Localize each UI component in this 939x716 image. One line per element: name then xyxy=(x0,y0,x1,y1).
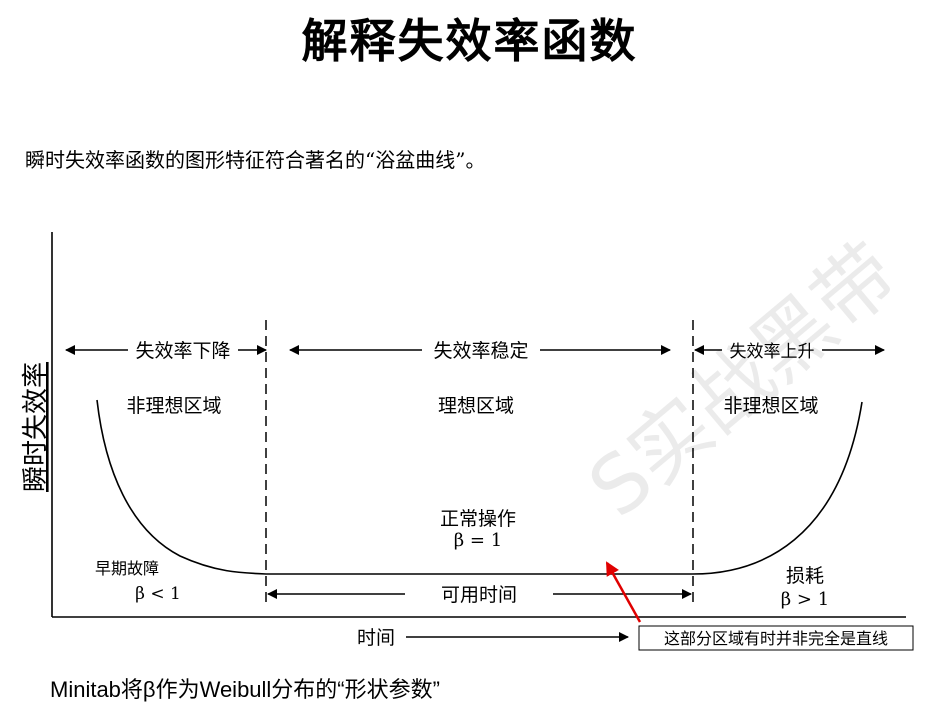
page-title: 解释失效率函数 xyxy=(301,14,638,68)
x-axis-label: 时间 xyxy=(357,627,395,649)
wearout-beta-label: β > 1 xyxy=(781,589,829,610)
bathtub-curve xyxy=(96,399,863,575)
region-decreasing-label: 失效率下降 xyxy=(135,340,230,362)
y-axis-label: 瞬时失效率 xyxy=(21,362,51,492)
zone-left-label: 非理想区域 xyxy=(126,395,221,417)
zone-middle-label: 理想区域 xyxy=(438,395,514,417)
region-increasing-label: 失效率上升 xyxy=(730,342,815,362)
normal-beta-label: β = 1 xyxy=(454,530,502,551)
footer-text: Minitab将β作为Weibull分布的“形状参数” xyxy=(50,677,440,702)
normal-operation-label: 正常操作 xyxy=(440,508,516,530)
callout-arrow xyxy=(605,561,642,623)
early-beta-label: β < 1 xyxy=(135,584,181,604)
usable-time-label: 可用时间 xyxy=(441,584,517,606)
wearout-label: 损耗 xyxy=(786,565,824,587)
region-stable-label: 失效率稳定 xyxy=(433,340,528,362)
callout-text: 这部分区域有时并非完全是直线 xyxy=(664,629,888,648)
early-failure-label: 早期故障 xyxy=(95,559,159,578)
intro-text: 瞬时失效率函数的图形特征符合著名的“浴盆曲线”。 xyxy=(25,148,486,172)
callout-box xyxy=(638,625,914,651)
zone-right-label: 非理想区域 xyxy=(723,395,818,417)
